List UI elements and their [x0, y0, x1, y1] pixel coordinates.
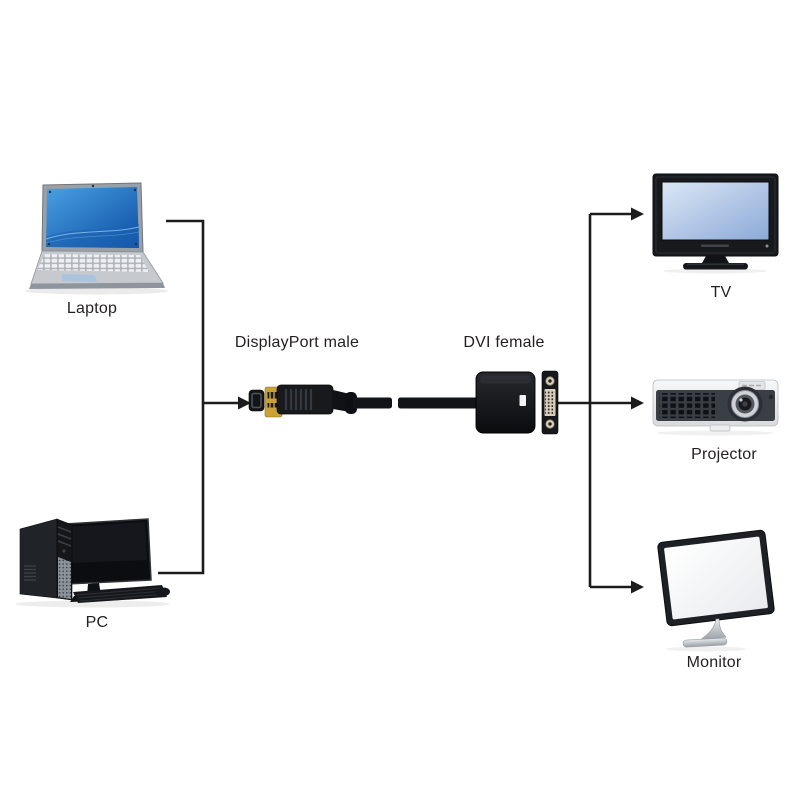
laptop-illustration — [24, 182, 168, 295]
pc-tower-front-panel-holes — [58, 557, 71, 599]
arrowhead-to-projector — [631, 396, 644, 410]
projector-lens-glint — [739, 398, 743, 402]
displayport-plug-front-slot — [251, 392, 262, 409]
laptop-screw-br — [134, 242, 138, 246]
monitor-stand-neck — [699, 618, 727, 641]
laptop-keyboard-keys — [37, 254, 149, 272]
projector-foot — [709, 424, 731, 432]
tv-base-highlight — [687, 263, 744, 265]
tv-illustration — [652, 173, 779, 274]
laptop-screw-tl — [48, 190, 52, 194]
arrowhead-into-displayport — [238, 396, 251, 410]
laptop-label: Laptop — [66, 300, 118, 317]
tv-frame-bevel — [655, 176, 776, 254]
pc-tower-drive-slots — [57, 526, 72, 547]
projector-label: Projector — [691, 446, 757, 463]
monitor-label: Monitor — [686, 654, 742, 671]
laptop-webcam — [91, 184, 95, 188]
projector-lens-center — [742, 401, 748, 407]
adapter-box — [475, 371, 536, 434]
pc-power-button — [62, 549, 66, 553]
laptop-screen-swoosh-line — [45, 226, 140, 240]
pc-keyboard-rows — [75, 587, 167, 602]
laptop-touchpad — [62, 274, 97, 282]
cable-strain-bump — [345, 392, 357, 414]
cable-segment-1 — [353, 397, 392, 409]
monitor-shadow — [666, 646, 746, 652]
displayport-plug-ridges — [284, 389, 313, 410]
adapter-box-sheen — [480, 375, 531, 384]
laptop-screw-tr — [133, 188, 137, 192]
monitor-stand-base — [682, 637, 728, 648]
projector-illustration — [652, 379, 779, 436]
displayport-label: DisplayPort male — [234, 334, 360, 351]
projector-ir-sensor — [768, 394, 774, 400]
dvi-screw-bottom-hole — [548, 422, 552, 426]
pc-label: PC — [85, 614, 109, 631]
laptop-front-edge — [29, 283, 165, 289]
tv-shadow — [663, 268, 767, 274]
pc-tower-side — [19, 518, 58, 599]
connection-lines — [158, 207, 644, 594]
laptop-screw-bl — [47, 242, 51, 246]
pc-shadow — [15, 600, 171, 608]
adapter-box-indicator — [519, 395, 526, 406]
tv-screen — [661, 181, 770, 241]
arrowhead-to-monitor — [631, 580, 644, 594]
dvi-pin-holes — [545, 390, 555, 415]
pc-tower-vents — [24, 565, 36, 581]
pc-illustration — [15, 518, 171, 608]
projector-shadow — [657, 430, 773, 436]
tv-label: TV — [710, 284, 732, 301]
arrowhead-to-tv — [631, 207, 644, 221]
tv-logo — [701, 244, 729, 247]
line-sources-junction — [158, 219, 205, 575]
pc-monitor-screen — [68, 522, 147, 563]
tv-neck — [702, 256, 729, 263]
cable-segment-2 — [398, 397, 478, 409]
dvi-screw-top-hole — [548, 379, 552, 383]
monitor-screen — [664, 536, 768, 620]
dvi-label: DVI female — [463, 334, 545, 351]
monitor-illustration — [657, 529, 775, 652]
tv-indicator-led — [765, 244, 769, 248]
pc-mouse — [156, 587, 170, 597]
projector-vent-grid — [659, 393, 715, 418]
laptop-screen-swoosh-line2 — [45, 231, 140, 244]
laptop-shadow — [24, 287, 168, 295]
displayport-dvi-adapter-illustration — [248, 370, 559, 435]
